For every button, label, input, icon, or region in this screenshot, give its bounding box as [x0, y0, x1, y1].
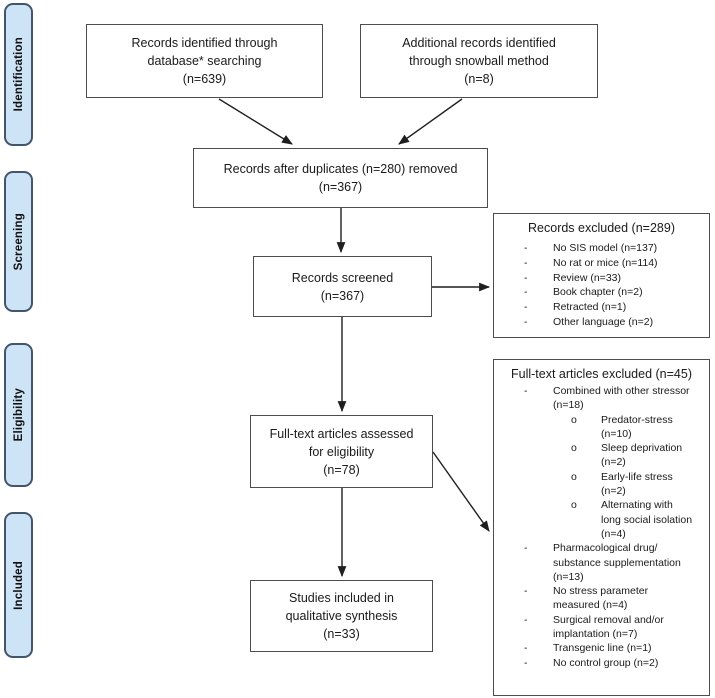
circle-bullet-icon: o — [571, 413, 577, 426]
excluded-reason-text: Surgical removal and/or implantation (n=… — [553, 613, 664, 641]
stage-label-identification: Identification — [4, 3, 33, 146]
box-text: Records identified through database* sea… — [131, 36, 278, 86]
stage-label-eligibility: Eligibility — [4, 343, 33, 487]
dash-bullet-icon: - — [524, 256, 528, 269]
dash-bullet-icon: - — [524, 385, 528, 397]
fulltext-excluded-title: Full-text articles excluded (n=45) — [511, 367, 692, 381]
dash-bullet-icon: - — [524, 242, 528, 254]
excluded-reason-text: Pharmacological drug/ substance suppleme… — [553, 542, 681, 583]
excluded-reason: - Transgenic line (n=1) — [494, 641, 709, 655]
excluded-reason: - No control group (n=2) — [494, 656, 709, 670]
circle-bullet-icon: o — [571, 470, 577, 483]
excluded-reason: - No SIS model (n=137) — [494, 241, 709, 256]
excluded-reason: - Surgical removal and/or implantation (… — [494, 613, 709, 642]
dash-bullet-icon: - — [524, 315, 528, 328]
dash-bullet-icon: - — [524, 585, 528, 598]
dash-bullet-icon: - — [524, 286, 528, 299]
excluded-subreason: o Predator-stress (n=10) — [494, 413, 709, 442]
excluded-reason-text: Book chapter (n=2) — [553, 286, 643, 299]
box-text: Full-text articles assessed for eligibil… — [269, 426, 414, 477]
records-excluded-list: - No SIS model (n=137) - No rat or mice … — [494, 241, 709, 330]
stage-label-text: Screening — [12, 212, 25, 271]
excluded-reason-text: No SIS model (n=137) — [553, 242, 658, 254]
arrow-additional-to-duplicates — [398, 98, 463, 145]
records-excluded-title: Records excluded (n=289) — [528, 221, 675, 235]
excluded-reason: - Book chapter (n=2) — [494, 285, 709, 300]
circle-bullet-icon: o — [571, 442, 577, 455]
dash-bullet-icon: - — [524, 542, 528, 555]
excluded-subreason: o Sleep deprivation (n=2) — [494, 441, 709, 470]
fulltext-excluded-list: - Combined with other stressor (n=18) o … — [494, 384, 709, 670]
box-fulltext-excluded: Full-text articles excluded (n=45) - Com… — [493, 359, 710, 696]
arrow-identified-to-duplicates — [218, 98, 293, 145]
excluded-reason-text: Alternating with long social isolation (… — [601, 499, 693, 540]
dash-bullet-icon: - — [524, 613, 528, 626]
excluded-reason-text: Review (n=33) — [553, 271, 621, 284]
box-duplicates-removed: Records after duplicates (n=280) removed… — [193, 148, 488, 208]
box-records-excluded: Records excluded (n=289) - No SIS model … — [493, 213, 710, 338]
excluded-subreason: o Early-life stress (n=2) — [494, 470, 709, 499]
box-records-screened: Records screened (n=367) — [253, 256, 432, 317]
excluded-reason-text: No rat or mice (n=114) — [553, 256, 658, 269]
box-fulltext-assessed: Full-text articles assessed for eligibil… — [250, 415, 433, 488]
box-text: Additional records identified through sn… — [402, 36, 556, 86]
excluded-reason: - No stress parameter measured (n=4) — [494, 584, 709, 613]
excluded-reason-text: Early-life stress (n=2) — [601, 470, 673, 498]
dash-bullet-icon: - — [524, 642, 528, 655]
box-additional-records: Additional records identified through sn… — [360, 24, 598, 98]
arrow-assessed-to-fulltext-excluded — [432, 451, 490, 532]
stage-label-screening: Screening — [4, 171, 33, 312]
stage-label-included: Included — [4, 512, 33, 658]
dash-bullet-icon: - — [524, 301, 528, 314]
box-text: Studies included in qualitative synthesi… — [285, 591, 398, 641]
dash-bullet-icon: - — [524, 271, 528, 284]
box-text: Records screened (n=367) — [291, 270, 394, 303]
excluded-reason: - Retracted (n=1) — [494, 300, 709, 315]
stage-label-text: Identification — [12, 37, 25, 112]
circle-bullet-icon: o — [571, 499, 577, 512]
excluded-reason-text: Other language (n=2) — [553, 315, 654, 328]
excluded-reason: - No rat or mice (n=114) — [494, 256, 709, 271]
stage-label-text: Eligibility — [12, 388, 25, 442]
excluded-reason-text: Combined with other stressor (n=18) — [553, 385, 690, 412]
dash-bullet-icon: - — [524, 656, 528, 669]
excluded-reason: - Review (n=33) — [494, 271, 709, 286]
box-text: Records after duplicates (n=280) removed… — [223, 162, 458, 194]
excluded-subreason: o Alternating with long social isolation… — [494, 498, 709, 541]
excluded-reason: - Pharmacological drug/ substance supple… — [494, 541, 709, 584]
excluded-reason-text: No control group (n=2) — [553, 656, 659, 669]
excluded-reason-text: Transgenic line (n=1) — [553, 642, 652, 655]
box-studies-included: Studies included in qualitative synthesi… — [250, 580, 433, 652]
box-records-identified: Records identified through database* sea… — [86, 24, 323, 98]
stage-label-text: Included — [12, 560, 25, 610]
excluded-reason-text: No stress parameter measured (n=4) — [553, 585, 649, 612]
excluded-reason-text: Predator-stress (n=10) — [601, 413, 673, 440]
excluded-reason-text: Sleep deprivation (n=2) — [601, 442, 683, 469]
excluded-reason: - Other language (n=2) — [494, 315, 709, 330]
excluded-reason: - Combined with other stressor (n=18) — [494, 384, 709, 413]
excluded-reason-text: Retracted (n=1) — [553, 301, 627, 314]
